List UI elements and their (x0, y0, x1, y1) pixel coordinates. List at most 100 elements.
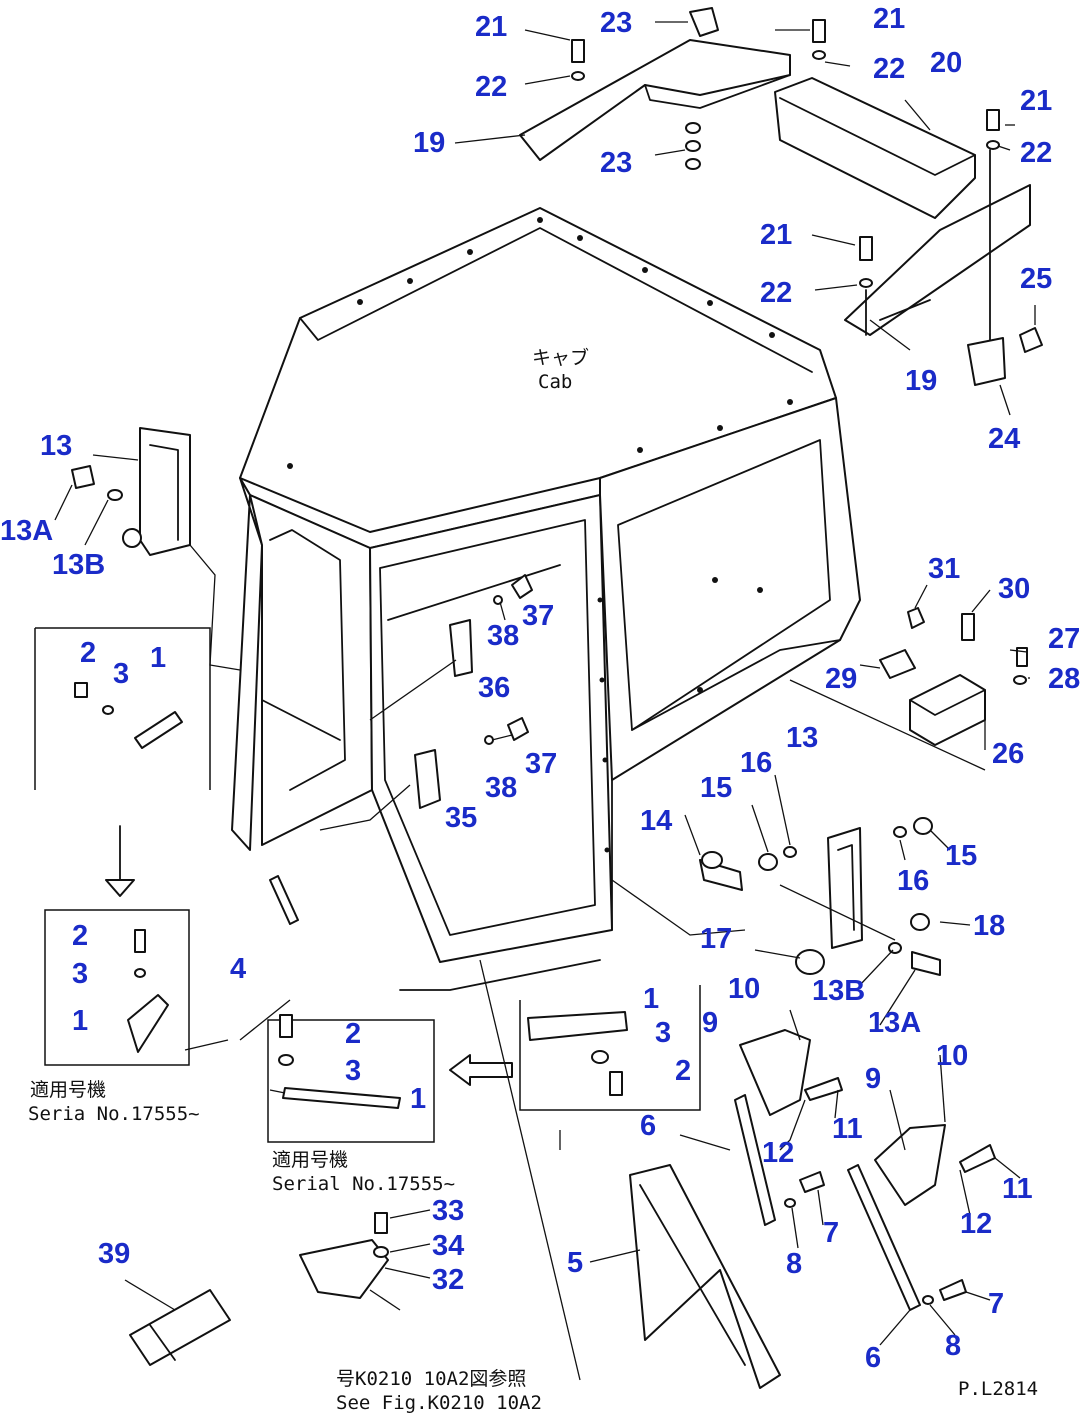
grommet-23-3 (685, 158, 701, 170)
drawing-code: P.L2814 (958, 1378, 1038, 1400)
part-39-tube (129, 1289, 231, 1366)
cab-left-front-pillar (231, 477, 263, 851)
cab-label-jp: キャブ (532, 346, 589, 369)
nut-13-left (122, 528, 142, 548)
right-hinge-group (699, 817, 941, 976)
lower-parts (129, 875, 996, 1389)
callout-3: 3 (113, 658, 129, 690)
callout-7: 7 (988, 1288, 1004, 1320)
callout-6: 6 (865, 1342, 881, 1374)
part-26-latch (909, 674, 986, 746)
cab-door-frame (369, 494, 613, 963)
part-1-inset-b (127, 994, 169, 1053)
see-fig-note-en: See Fig.K0210 10A2 (336, 1392, 542, 1414)
callout-23: 23 (600, 147, 632, 179)
callout-2: 2 (345, 1018, 361, 1050)
part-19-upper-rail (519, 39, 791, 161)
callout-16: 16 (897, 865, 929, 897)
callout-15: 15 (700, 772, 732, 804)
nut-15-b (913, 817, 933, 835)
callout-7: 7 (823, 1217, 839, 1249)
callout-22: 22 (873, 53, 905, 85)
bolt-21-d (859, 236, 873, 261)
callout-2: 2 (72, 920, 88, 952)
callout-37: 37 (522, 600, 554, 632)
bolt-11-b (959, 1144, 996, 1173)
nut-15-a (758, 853, 778, 871)
callout-13: 13 (40, 430, 72, 462)
callout-10: 10 (936, 1040, 968, 1072)
bolt-13A-right (911, 951, 941, 976)
callout-13B: 13B (52, 549, 105, 581)
eye-14 (701, 851, 723, 869)
callout-8: 8 (945, 1330, 961, 1362)
callout-34: 34 (432, 1230, 464, 1262)
bolt-27 (1016, 647, 1028, 667)
callout-15: 15 (945, 840, 977, 872)
callout-11: 11 (832, 1113, 863, 1145)
bolt-33 (374, 1212, 388, 1234)
callout-11: 11 (1002, 1173, 1033, 1205)
washer-8-b (922, 1295, 934, 1305)
callout-9: 9 (865, 1063, 881, 1095)
callout-19: 19 (413, 127, 445, 159)
bolt-21-b (812, 19, 826, 43)
callout-13: 13 (786, 722, 818, 754)
part-10-bracket-a (739, 1029, 811, 1116)
callout-38: 38 (485, 772, 517, 804)
callout-19: 19 (905, 365, 937, 397)
callout-23: 23 (600, 7, 632, 39)
callout-3: 3 (72, 958, 88, 990)
washer-13B-left (107, 489, 123, 501)
part-4-rod (269, 875, 299, 925)
callout-39: 39 (98, 1238, 130, 1270)
callout-35: 35 (445, 802, 477, 834)
roof-parts (519, 7, 1043, 386)
washer-8-a (784, 1198, 796, 1208)
part-5-frame (629, 1164, 781, 1389)
callout-38: 38 (487, 620, 519, 652)
callout-2: 2 (675, 1055, 691, 1087)
bolt-11-a (804, 1077, 843, 1101)
bolt-21-a (571, 39, 585, 63)
callout-6: 6 (640, 1110, 656, 1142)
callout-14: 14 (640, 805, 672, 837)
callout-1: 1 (150, 642, 166, 674)
part-6-plate-a (734, 1094, 776, 1226)
callout-9: 9 (702, 1007, 718, 1039)
callout-26: 26 (992, 738, 1024, 770)
callout-2: 2 (80, 637, 96, 669)
see-fig-note-jp: 号K0210 10A2図参照 (336, 1368, 526, 1390)
bolt-2-center (279, 1014, 293, 1038)
grommet-23-2 (685, 140, 701, 152)
washer-3-center (278, 1054, 294, 1066)
part-29 (879, 649, 916, 679)
callout-27: 27 (1048, 623, 1080, 655)
bolt-25 (1019, 327, 1043, 353)
callout-18: 18 (973, 910, 1005, 942)
part-17 (795, 949, 825, 975)
inset-serial-box-center (267, 1019, 435, 1143)
washer-28 (1013, 675, 1027, 685)
part-10-bracket-b (874, 1124, 946, 1206)
callout-36: 36 (478, 672, 510, 704)
grommet-23-1 (685, 122, 701, 134)
callout-20: 20 (930, 47, 962, 79)
callout-12: 12 (762, 1137, 794, 1169)
part-24-bracket (967, 337, 1006, 386)
part-23-clip (689, 7, 719, 37)
callout-21: 21 (873, 3, 905, 35)
serial-note-center-jp: 適用号機 (272, 1149, 348, 1171)
washer-16-b (893, 826, 907, 838)
arrow-left (449, 1054, 513, 1086)
part-1-center (282, 1087, 401, 1109)
callout-16: 16 (740, 747, 772, 779)
cab-body (231, 207, 861, 963)
washer-22-b (812, 50, 826, 60)
callout-12: 12 (960, 1208, 992, 1240)
bolt-2-inset-a (74, 682, 88, 698)
part-13-hinge-right (827, 827, 863, 949)
part-1-inset-a (134, 711, 183, 749)
